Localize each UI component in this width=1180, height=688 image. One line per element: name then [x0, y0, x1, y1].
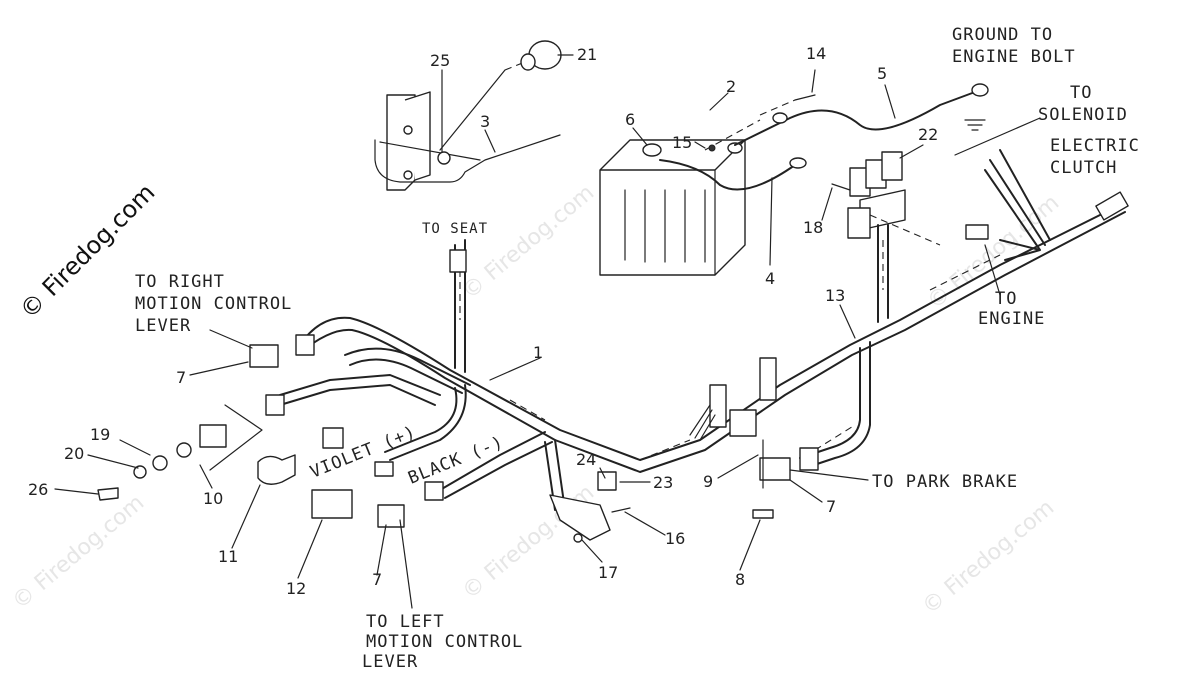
callout-14: 14 — [806, 44, 826, 63]
watermarks: © Firedog.com © Firedog.com © Firedog.co… — [8, 180, 1064, 619]
label-ground-line2: ENGINE BOLT — [952, 47, 1076, 67]
callout-3: 3 — [480, 112, 490, 131]
leader-lines — [54, 54, 1041, 609]
label-ground-line1: GROUND TO — [952, 25, 1053, 45]
watermark: © Firedog.com — [918, 495, 1059, 619]
callout-22: 22 — [918, 125, 938, 144]
labels: GROUND TO ENGINE BOLT TO SOLENOID ELECTR… — [135, 25, 1140, 672]
callout-17: 17 — [598, 563, 618, 582]
label-right-line1: TO RIGHT — [135, 272, 225, 292]
label-seat: TO SEAT — [422, 221, 488, 237]
label-solenoid-line2: SOLENOID — [1038, 105, 1128, 125]
label-clutch-line2: CLUTCH — [1050, 158, 1117, 178]
callout-1: 1 — [533, 343, 543, 362]
callout-8: 8 — [735, 570, 745, 589]
callout-6: 6 — [625, 110, 635, 129]
callout-25: 25 — [430, 51, 450, 70]
bracket-assembly — [374, 40, 562, 191]
callout-9: 9 — [703, 472, 713, 491]
callout-7-right: 7 — [176, 368, 186, 387]
callout-12: 12 — [286, 579, 306, 598]
callout-24: 24 — [576, 450, 596, 469]
callout-2: 2 — [726, 77, 736, 96]
watermark: © Firedog.com — [458, 180, 599, 304]
callout-20: 20 — [64, 444, 84, 463]
callout-23: 23 — [653, 473, 673, 492]
callout-11: 11 — [218, 547, 238, 566]
label-clutch-line1: ELECTRIC — [1050, 136, 1140, 156]
callout-7-left: 7 — [372, 570, 382, 589]
callout-19: 19 — [90, 425, 110, 444]
callout-18: 18 — [803, 218, 823, 237]
watermark: © Firedog.com — [8, 490, 149, 614]
label-engine-line2: ENGINE — [978, 309, 1045, 329]
callout-21: 21 — [577, 45, 597, 64]
label-engine-line1: TO — [995, 289, 1017, 309]
callout-7-park: 7 — [826, 497, 836, 516]
callout-5: 5 — [877, 64, 887, 83]
connectors — [97, 191, 1129, 543]
label-solenoid-line1: TO — [1070, 83, 1092, 103]
label-park-brake: TO PARK BRAKE — [872, 472, 1018, 492]
relay-assembly — [831, 151, 941, 246]
label-left-line1: TO LEFT — [366, 612, 445, 632]
battery-assembly — [599, 83, 989, 276]
callout-4: 4 — [765, 269, 775, 288]
label-left-line2: MOTION CONTROL — [366, 632, 523, 652]
label-right-line2: MOTION CONTROL — [135, 294, 292, 314]
label-left-line3: LEVER — [362, 652, 418, 672]
callout-26: 26 — [28, 480, 48, 499]
callout-16: 16 — [665, 529, 685, 548]
callout-13: 13 — [825, 286, 845, 305]
callouts: 1 2 3 4 5 6 7 7 7 8 9 10 11 12 13 14 15 … — [28, 44, 938, 598]
main-harness — [279, 149, 1126, 511]
callout-10: 10 — [203, 489, 223, 508]
callout-15: 15 — [672, 133, 692, 152]
label-right-line3: LEVER — [135, 316, 191, 336]
